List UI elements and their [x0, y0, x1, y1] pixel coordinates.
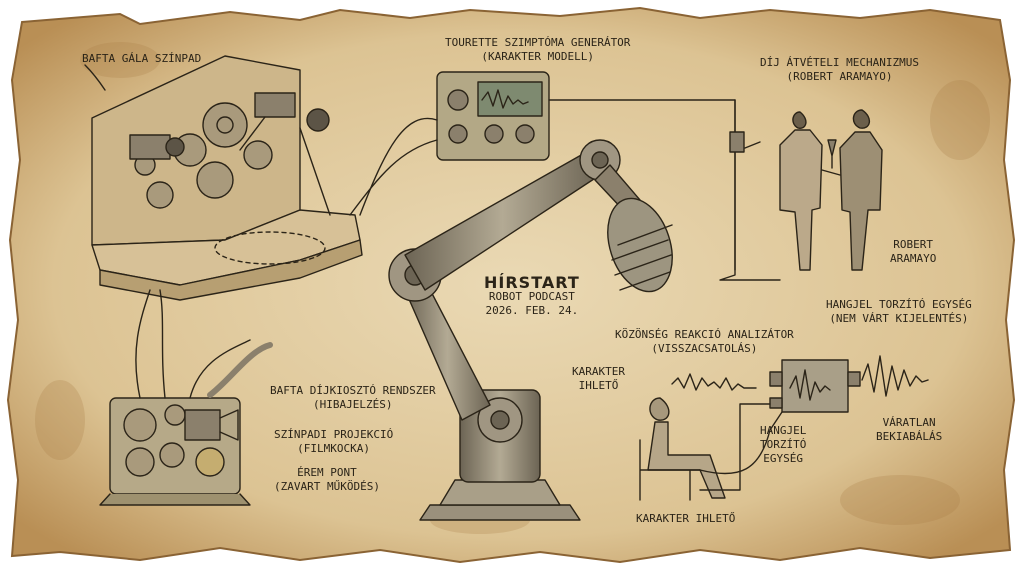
bafta-system-label: BAFTA DÍJKIOSZTÓ RENDSZER (HIBAJELZÉS) [270, 384, 436, 411]
tourette-generator-box [349, 71, 736, 271]
award-mechanism [719, 99, 883, 281]
robert-aramayo-label: ROBERT ARAMAYO [890, 238, 937, 265]
robot-arm [388, 139, 673, 521]
unexpected-outburst-label: VÁRATLAN BEKIABÁLÁS [876, 416, 943, 443]
center-subtitle: ROBOT PODCAST [488, 290, 575, 303]
bafta-stage-label: BAFTA GÁLA SZÍNPAD [82, 52, 202, 65]
medal-point-label: ÉREM PONT (ZAVART MŰKÖDÉS) [274, 466, 380, 493]
character-inspiration-label: KARAKTER IHLETŐ [572, 365, 625, 392]
distortion-unit-small-label: HANGJEL TORZÍTÓ EGYSÉG [760, 424, 807, 465]
center-title: HÍRSTART [484, 273, 580, 292]
distortion-unit-label: HANGJEL TORZÍTÓ EGYSÉG (NEM VÁRT KIJELEN… [826, 298, 972, 325]
bafta-stage [84, 55, 363, 301]
center-date: 2026. FEB. 24. [485, 304, 579, 317]
character-inspiration-bottom-label: KARAKTER IHLETŐ [636, 512, 736, 525]
distortion-unit [671, 355, 929, 491]
award-mechanism-label: DÍJ ÁTVÉTELI MECHANIZMUS (ROBERT ARAMAYO… [760, 56, 919, 83]
seated-character [639, 397, 791, 501]
projection-label: SZÍNPADI PROJEKCIÓ (FILMKOCKA) [274, 428, 394, 455]
audience-analyzer-label: KÖZÖNSÉG REAKCIÓ ANALIZÁTOR (VISSZACSATO… [615, 328, 794, 355]
tourette-generator-label: TOURETTE SZIMPTÓMA GENERÁTOR (KARAKTER M… [445, 36, 631, 63]
bafta-machine [99, 289, 273, 506]
center-title-block: HÍRSTART ROBOT PODCAST 2026. FEB. 24. [484, 273, 580, 318]
